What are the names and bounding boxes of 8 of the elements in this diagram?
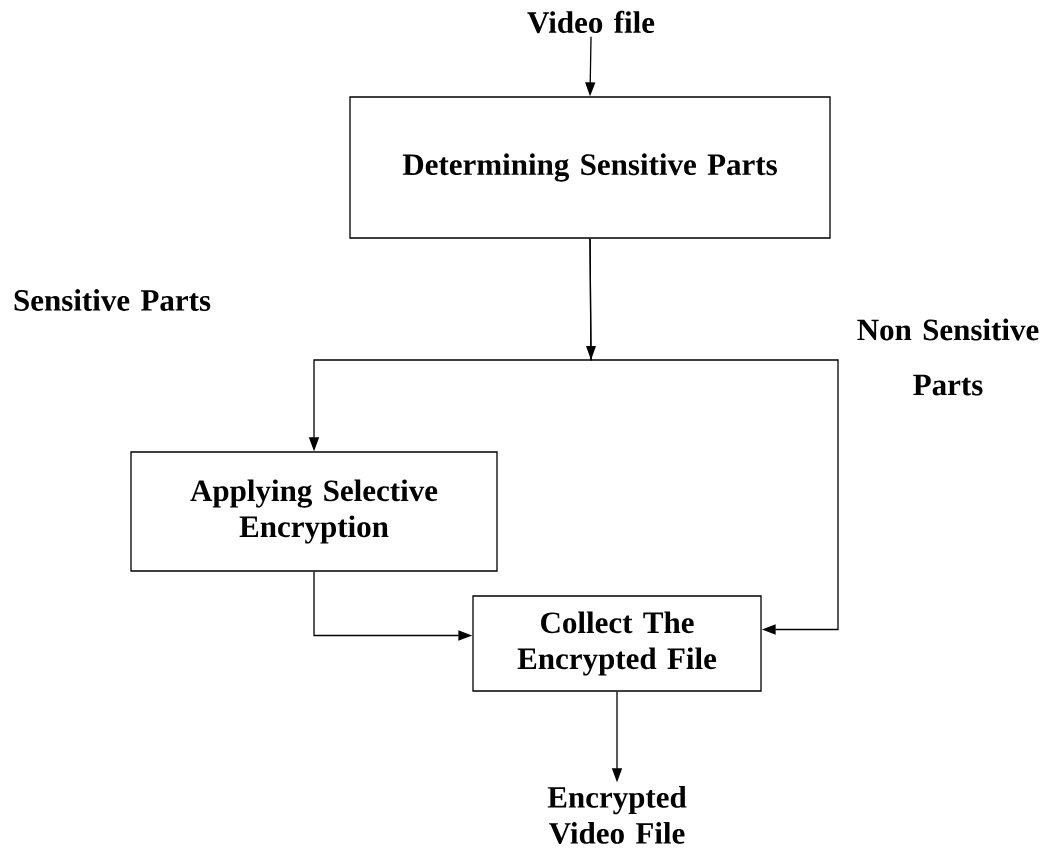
process-box: Collect The Encrypted File [472, 595, 762, 692]
branch-label: Sensitive Parts [14, 289, 211, 311]
io-label: Video file [527, 10, 655, 34]
process-box: Determining Sensitive Parts [349, 96, 831, 239]
arrow [589, 238, 839, 635]
process-box: Applying Selective Encryption [130, 451, 498, 572]
io-label: Encrypted Video File [547, 786, 687, 844]
edge-label: Non Sensitive Parts [857, 318, 1039, 396]
